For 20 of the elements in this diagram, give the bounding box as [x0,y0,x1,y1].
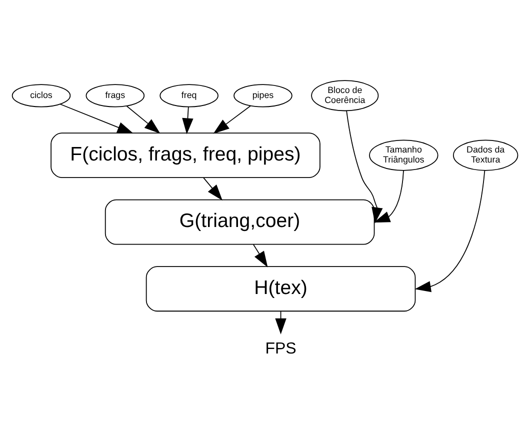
node-box: H(tex) [146,266,416,312]
node-text: FPS [265,338,296,357]
arrow [414,170,486,292]
node-ellipse: Dados da Textura [452,139,518,170]
node-ellipse: frags [86,84,145,107]
node-ellipse: Tamanho Triângulos [369,139,438,170]
arrow [60,103,134,133]
node-ellipse: Bloco de Coerência [311,80,379,111]
node-box: G(triang,coer) [104,198,375,244]
arrow [374,170,404,222]
node-ellipse: ciclos [12,84,71,107]
arrow [253,244,268,267]
arrow [182,106,194,134]
node-box: F(ciclos, frags, freq, pipes) [50,132,320,178]
arrow [126,105,160,134]
arrow [346,110,383,223]
arrow [203,176,222,200]
node-ellipse: freq [160,84,218,107]
node-ellipse: pipes [234,84,292,107]
arrow [213,104,251,134]
